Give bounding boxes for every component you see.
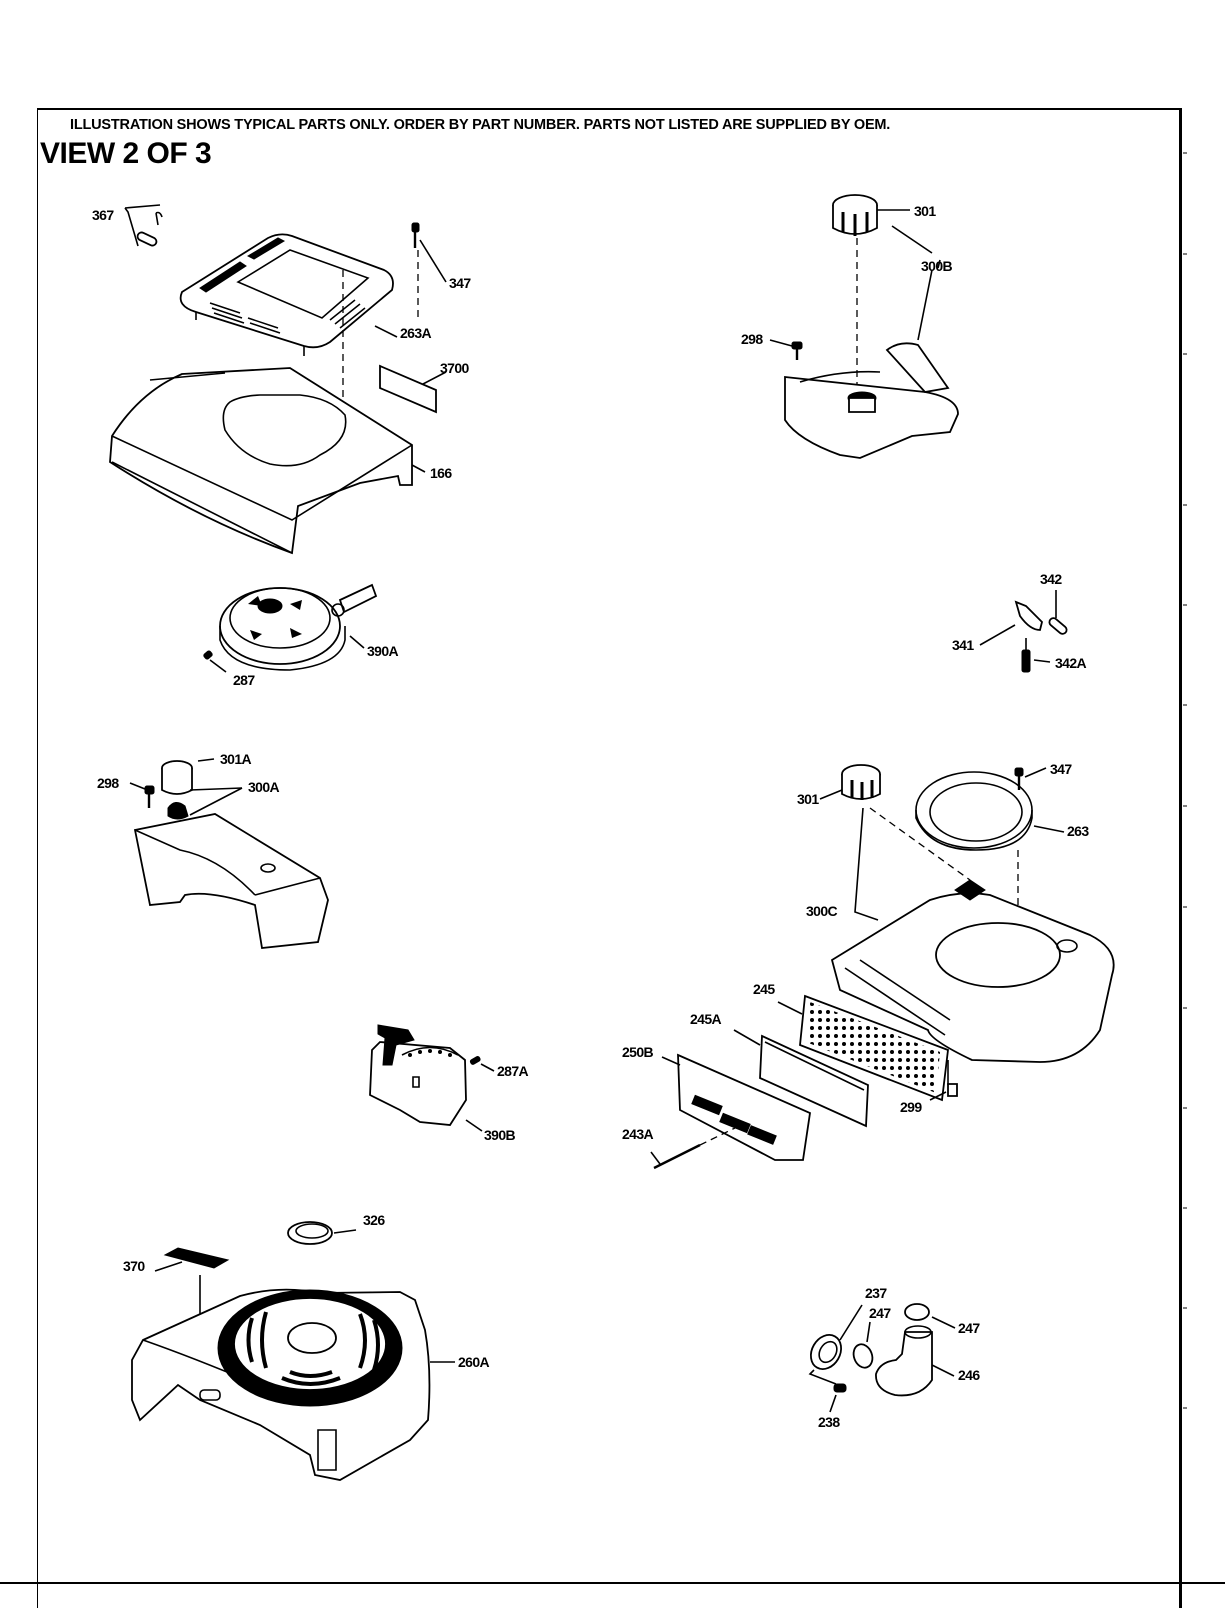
- part-237-elbow: [805, 1305, 862, 1375]
- callout-250B: 250B: [622, 1045, 653, 1059]
- part-298-screw-top: [770, 340, 802, 360]
- callout-287: 287: [233, 673, 255, 687]
- callout-299: 299: [900, 1100, 922, 1114]
- callout-263A: 263A: [400, 326, 431, 340]
- callout-166: 166: [430, 466, 452, 480]
- part-390B-starter: [370, 1025, 482, 1131]
- callout-245A: 245A: [690, 1012, 721, 1026]
- part-347-screw-top: [412, 223, 446, 318]
- part-298-screw-left: [130, 783, 154, 808]
- callout-390A: 390A: [367, 644, 398, 658]
- part-247-clamp-left: [850, 1322, 875, 1370]
- callout-326: 326: [363, 1213, 385, 1227]
- part-238-screw: [810, 1370, 846, 1412]
- part-246-hose: [876, 1326, 954, 1395]
- callout-238: 238: [818, 1415, 840, 1429]
- part-367-clip: [125, 205, 162, 247]
- callout-301A: 301A: [220, 752, 251, 766]
- callout-342A: 342A: [1055, 656, 1086, 670]
- callout-247-left: 247: [869, 1306, 891, 1320]
- callout-367: 367: [92, 208, 114, 222]
- callout-247-right: 247: [958, 1321, 980, 1335]
- callout-237: 237: [865, 1286, 887, 1300]
- part-342A-screw: [1022, 638, 1050, 672]
- callout-347-right: 347: [1050, 762, 1072, 776]
- callout-300C: 300C: [806, 904, 837, 918]
- leader-263A: [375, 326, 397, 337]
- part-287-screw: [203, 650, 226, 672]
- part-263A-cover: [181, 234, 393, 356]
- part-300A-fuel-tank: [135, 802, 328, 948]
- callout-342: 342: [1040, 572, 1062, 586]
- part-287A-screw: [470, 1056, 494, 1071]
- part-247-clamp-right: [905, 1304, 955, 1328]
- part-3700-decal: [380, 366, 446, 412]
- part-260A-shroud: [132, 1290, 455, 1480]
- part-341-bracket: [980, 602, 1042, 645]
- callout-287A: 287A: [497, 1064, 528, 1078]
- part-263-ring: [916, 772, 1064, 850]
- callout-300B: 300B: [921, 259, 952, 273]
- callout-301: 301: [914, 204, 936, 218]
- callout-298-left: 298: [97, 776, 119, 790]
- part-243A-bolt: [651, 1128, 735, 1168]
- part-166-housing: [110, 368, 425, 553]
- callout-246: 246: [958, 1368, 980, 1382]
- border-ticks: [1183, 153, 1187, 1408]
- callout-341: 341: [952, 638, 974, 652]
- callout-3700: 3700: [440, 361, 469, 375]
- callout-263: 263: [1067, 824, 1089, 838]
- callout-260A: 260A: [458, 1355, 489, 1369]
- part-326-plug: [288, 1222, 356, 1244]
- part-390A-starter: [220, 585, 376, 670]
- callout-300A: 300A: [248, 780, 279, 794]
- callout-370: 370: [123, 1259, 145, 1273]
- callout-243A: 243A: [622, 1127, 653, 1141]
- callout-301-right: 301: [797, 792, 819, 806]
- callout-390B: 390B: [484, 1128, 515, 1142]
- callout-298: 298: [741, 332, 763, 346]
- callout-245: 245: [753, 982, 775, 996]
- part-300B-fuel-tank: [785, 260, 958, 458]
- callout-347: 347: [449, 276, 471, 290]
- part-347-screw-right: [1015, 768, 1046, 930]
- part-342-pin: [1048, 590, 1068, 635]
